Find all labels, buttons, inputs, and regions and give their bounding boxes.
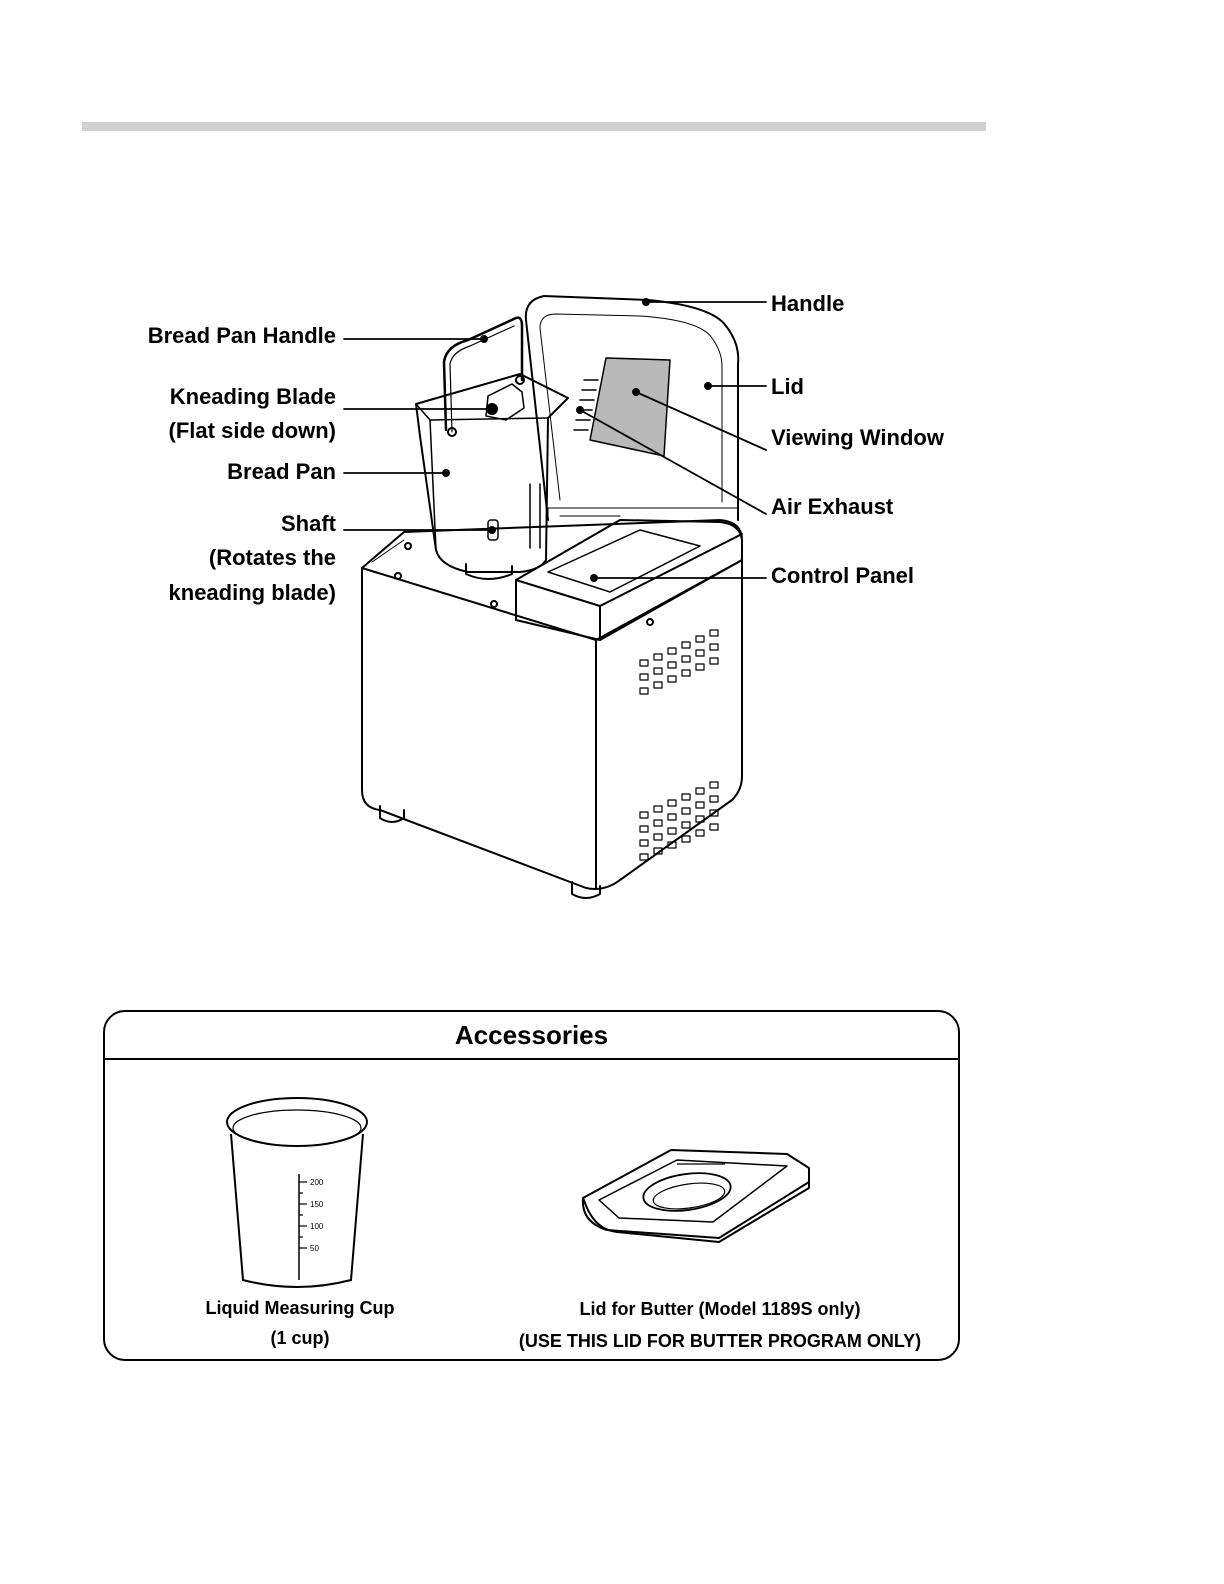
dot-control-panel	[590, 574, 598, 582]
accessories-box: Accessories 200 150 100 50	[103, 1010, 960, 1361]
bread-machine-diagram	[0, 0, 1224, 1000]
dot-bread-pan-handle	[480, 335, 488, 343]
bread-pan-group	[416, 318, 568, 579]
dot-lid	[704, 382, 712, 390]
cup-scale-100: 100	[310, 1222, 324, 1231]
label-air-exhaust: Air Exhaust	[771, 490, 893, 524]
label-kneading-blade: Kneading Blade	[90, 380, 336, 414]
label-viewing-window: Viewing Window	[771, 421, 944, 455]
dot-handle	[642, 298, 650, 306]
machine-body	[362, 520, 742, 898]
dot-viewing-window	[632, 388, 640, 396]
label-shaft-note-2: kneading blade)	[90, 576, 336, 610]
label-shaft-note-1: (Rotates the	[90, 541, 336, 575]
butter-lid-note: (USE THIS LID FOR BUTTER PROGRAM ONLY)	[485, 1326, 955, 1356]
cup-scale-200: 200	[310, 1178, 324, 1187]
cup-scale-150: 150	[310, 1200, 324, 1209]
butter-lid-name: Lid for Butter (Model 1189S only)	[485, 1294, 955, 1324]
dot-shaft	[488, 526, 496, 534]
label-handle: Handle	[771, 287, 844, 321]
viewing-window-glass	[590, 358, 670, 456]
cup-scale-50: 50	[310, 1244, 319, 1253]
left-leader-lines	[344, 339, 492, 530]
cup-name: Liquid Measuring Cup	[145, 1293, 455, 1323]
label-kneading-blade-note: (Flat side down)	[90, 414, 336, 448]
label-bread-pan: Bread Pan	[90, 455, 336, 489]
label-shaft: Shaft	[90, 507, 336, 541]
dot-kneading-blade	[486, 403, 498, 415]
dot-bread-pan	[442, 469, 450, 477]
measuring-cup-illustration: 200 150 100 50	[217, 1094, 377, 1294]
butter-lid-illustration	[577, 1142, 847, 1252]
label-control-panel: Control Panel	[771, 559, 914, 593]
label-bread-pan-handle: Bread Pan Handle	[90, 319, 336, 353]
side-vents	[640, 630, 718, 860]
accessories-title: Accessories	[105, 1012, 958, 1060]
cup-size: (1 cup)	[145, 1323, 455, 1353]
bread-pan-handle-wire	[444, 318, 522, 430]
dot-air-exhaust	[576, 406, 584, 414]
label-lid: Lid	[771, 370, 804, 404]
